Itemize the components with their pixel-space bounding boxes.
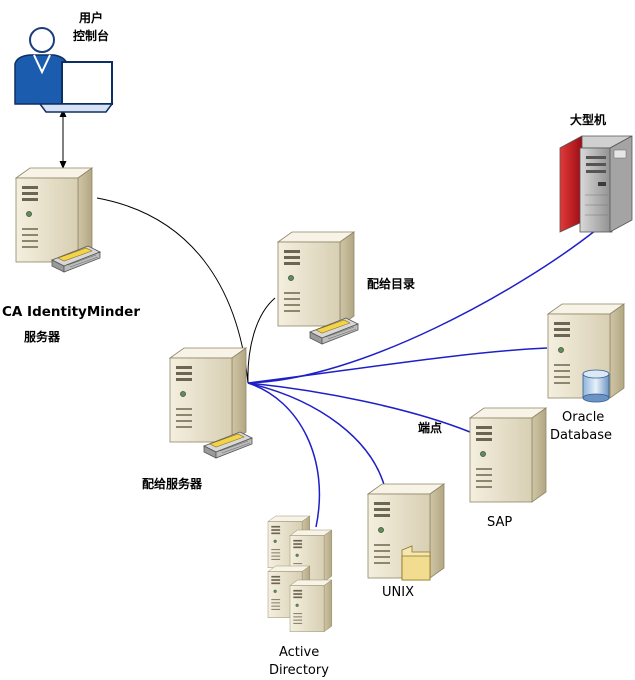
user-console-label-line1: 用户: [78, 10, 103, 25]
user-console: [14, 27, 114, 113]
endpoints-label: 端点: [418, 420, 442, 435]
user-icon: [14, 27, 69, 105]
line-to-sap: [247, 382, 471, 433]
arrowhead-up: [59, 109, 67, 117]
directory-to-provisioning-line: [247, 297, 276, 384]
user-console-label-line2: 控制台: [73, 28, 109, 43]
oracle-label-line1: Oracle: [562, 410, 604, 425]
im-to-provisioning-line: [96, 197, 249, 384]
mainframe-icon: [559, 135, 633, 233]
provisioning-directory-label: 配给目录: [367, 276, 415, 291]
sap-label: SAP: [487, 515, 512, 530]
active-directory-label-line2: Directory: [269, 663, 329, 678]
provisioning-server: [169, 347, 253, 459]
active-directory-label-line1: Active: [279, 645, 319, 660]
active-directory-cluster: [267, 515, 333, 632]
line-to-ad: [247, 382, 321, 528]
arrowhead-down: [59, 161, 67, 169]
mainframe-label: 大型机: [570, 112, 606, 127]
im-server-label-line2: 服务器: [24, 329, 61, 344]
provisioning-directory-server: [277, 231, 359, 345]
folder-icon: [401, 545, 431, 581]
database-cylinder-icon: [582, 369, 610, 403]
im-server-label-line1: CA IdentityMinder: [2, 304, 140, 320]
provisioning-server-label: 配给服务器: [142, 476, 203, 491]
monitor-icon: [38, 61, 114, 113]
connection-lines: [59, 109, 597, 528]
line-to-unix: [247, 382, 386, 489]
im-server: [15, 167, 101, 273]
line-to-oracle: [247, 347, 548, 384]
unix-label: UNIX: [382, 585, 414, 600]
oracle-database-server: [547, 303, 625, 403]
unix-server: [367, 483, 445, 581]
oracle-label-line2: Database: [550, 428, 612, 443]
sap-server: [469, 407, 547, 503]
